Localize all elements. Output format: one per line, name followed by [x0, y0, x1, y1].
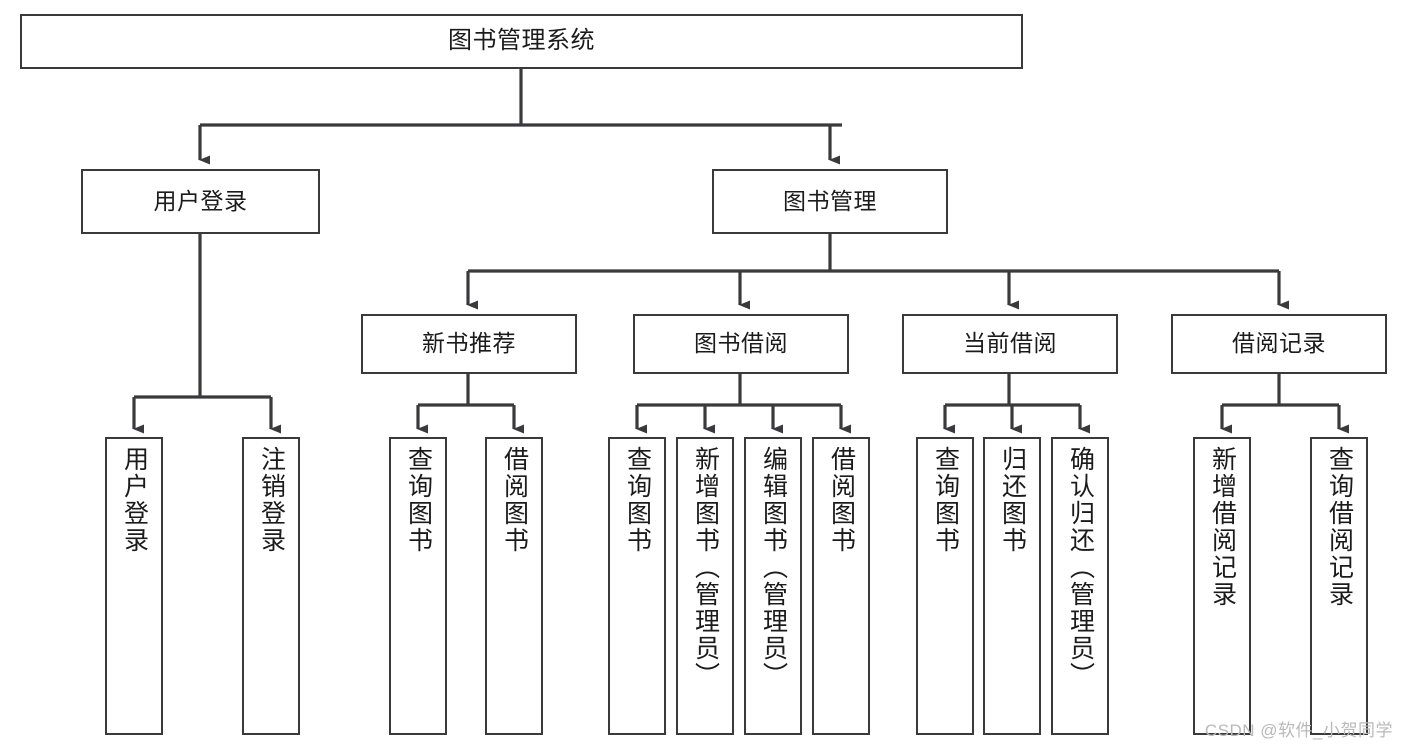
node-root-book-management-system[interactable]: 图书管理系统: [20, 14, 1023, 69]
node-borrowing-record[interactable]: 借阅记录: [1171, 314, 1387, 374]
leaf-user-login-logout[interactable]: 注销登录: [242, 437, 300, 735]
node-label: 用户登录: [120, 446, 149, 554]
node-label: 用户登录: [153, 187, 248, 214]
node-label: 图书借阅: [694, 330, 788, 357]
leaf-user-login-login[interactable]: 用户登录: [105, 437, 163, 735]
node-user-login[interactable]: 用户登录: [81, 169, 320, 234]
leaf-record-query-record[interactable]: 查询借阅记录: [1310, 437, 1368, 735]
node-label: 查询图书: [623, 446, 652, 554]
node-label: 当前借阅: [963, 330, 1057, 357]
node-label: 新书推荐: [422, 330, 516, 357]
leaf-borrow-edit-book-admin[interactable]: 编辑图书（管理员）: [744, 437, 802, 735]
leaf-borrow-borrow-books[interactable]: 借阅图书: [812, 437, 870, 735]
node-label: 新增图书（管理员）: [691, 446, 720, 689]
node-label: 新增借阅记录: [1208, 446, 1237, 608]
node-book-borrowing[interactable]: 图书借阅: [633, 314, 849, 374]
leaf-borrow-query-books[interactable]: 查询图书: [608, 437, 666, 735]
node-new-book-recommendation[interactable]: 新书推荐: [361, 314, 577, 374]
leaf-current-query-books[interactable]: 查询图书: [916, 437, 974, 735]
leaf-current-return-books[interactable]: 归还图书: [983, 437, 1041, 735]
node-label: 图书管理系统: [448, 27, 595, 55]
leaf-borrow-add-book-admin[interactable]: 新增图书（管理员）: [676, 437, 734, 735]
node-label: 查询图书: [404, 446, 433, 554]
node-label: 查询借阅记录: [1325, 446, 1354, 608]
leaf-current-confirm-return-admin[interactable]: 确认归还（管理员）: [1051, 437, 1109, 735]
node-label: 确认归还（管理员）: [1066, 446, 1095, 689]
node-label: 图书管理: [783, 187, 877, 214]
leaf-new-book-query-books[interactable]: 查询图书: [389, 437, 447, 735]
leaf-record-add-record[interactable]: 新增借阅记录: [1193, 437, 1251, 735]
node-book-management[interactable]: 图书管理: [712, 169, 948, 234]
node-label: 借阅图书: [500, 446, 529, 554]
node-current-borrowing[interactable]: 当前借阅: [902, 314, 1118, 374]
node-label: 借阅记录: [1232, 330, 1326, 357]
node-label: 借阅图书: [827, 446, 856, 554]
node-label: 编辑图书（管理员）: [759, 446, 788, 689]
node-label: 注销登录: [257, 446, 286, 554]
leaf-new-book-borrow-books[interactable]: 借阅图书: [485, 437, 543, 735]
csdn-watermark: CSDN @软件_小贺同学: [1204, 721, 1393, 740]
node-label: 查询图书: [931, 446, 960, 554]
node-label: 归还图书: [998, 446, 1027, 554]
